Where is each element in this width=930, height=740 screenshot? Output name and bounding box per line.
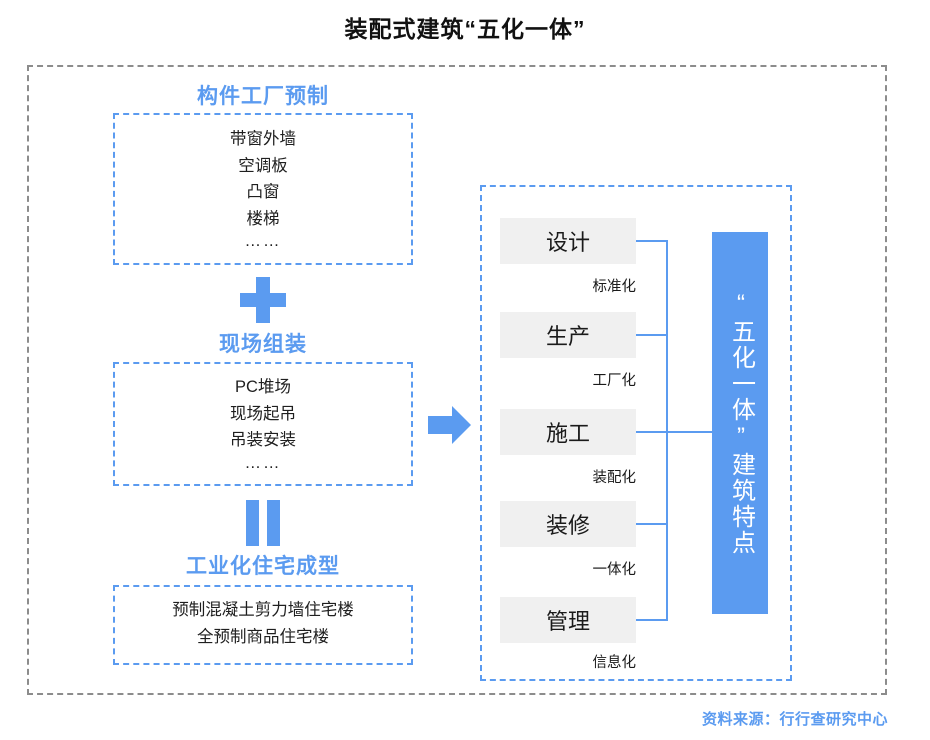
left-group-heading-2: 现场组装: [219, 333, 307, 356]
left-group-box-3: 预制混凝土剪力墙住宅楼 全预制商品住宅楼: [113, 585, 413, 665]
list-item: 空调板: [238, 156, 288, 175]
list-item: 带窗外墙: [230, 130, 296, 148]
page-title: 装配式建筑“五化一体”: [344, 16, 586, 42]
stage-chip-1[interactable]: 设计: [500, 218, 636, 264]
connector-stub-3: [636, 431, 668, 433]
list-item-ellipsis: ……: [244, 453, 282, 472]
list-item: 凸窗: [246, 183, 280, 201]
plus-icon: [240, 277, 286, 323]
stage-attribute-5: 信息化: [592, 655, 637, 671]
left-group-box-1: 带窗外墙 空调板 凸窗 楼梯 ……: [113, 113, 413, 265]
stage-attribute-4: 一体化: [592, 562, 637, 578]
connector-stub-5: [636, 619, 668, 621]
connector-stub-2: [636, 334, 668, 336]
connector-to-summary: [666, 431, 714, 433]
connector-stub-1: [636, 240, 668, 242]
stage-attribute-1: 标准化: [592, 279, 637, 295]
stage-attribute-2: 工厂化: [592, 373, 637, 389]
list-item: 现场起吊: [230, 404, 296, 423]
source-note: 资料来源：行行查研究中心: [701, 711, 888, 728]
summary-bar-label: “五化一体”建筑特点: [727, 290, 755, 556]
connector-stub-4: [636, 523, 668, 525]
left-group-heading-3: 工业化住宅成型: [186, 555, 340, 578]
left-group-heading-1: 构件工厂预制: [197, 85, 329, 108]
list-item: 吊装安装: [230, 431, 296, 449]
list-item: 全预制商品住宅楼: [197, 627, 329, 646]
stage-chip-2[interactable]: 生产: [500, 312, 636, 358]
list-item: PC堆场: [235, 378, 291, 396]
right-arrow-icon: [428, 405, 472, 445]
list-item: 楼梯: [246, 209, 280, 228]
stage-chip-5[interactable]: 管理: [500, 597, 636, 643]
left-group-box-2: PC堆场 现场起吊 吊装安装 ……: [113, 362, 413, 486]
stage-chip-4[interactable]: 装修: [500, 501, 636, 547]
stage-chip-3[interactable]: 施工: [500, 409, 636, 455]
summary-bar: “五化一体”建筑特点: [712, 232, 768, 614]
equals-icon: [246, 500, 280, 546]
list-item: 预制混凝土剪力墙住宅楼: [172, 601, 354, 619]
list-item-ellipsis: ……: [244, 232, 282, 250]
connector-spine: [666, 240, 668, 621]
outer-dashed-frame: [27, 65, 887, 695]
stage-attribute-3: 装配化: [592, 470, 637, 486]
